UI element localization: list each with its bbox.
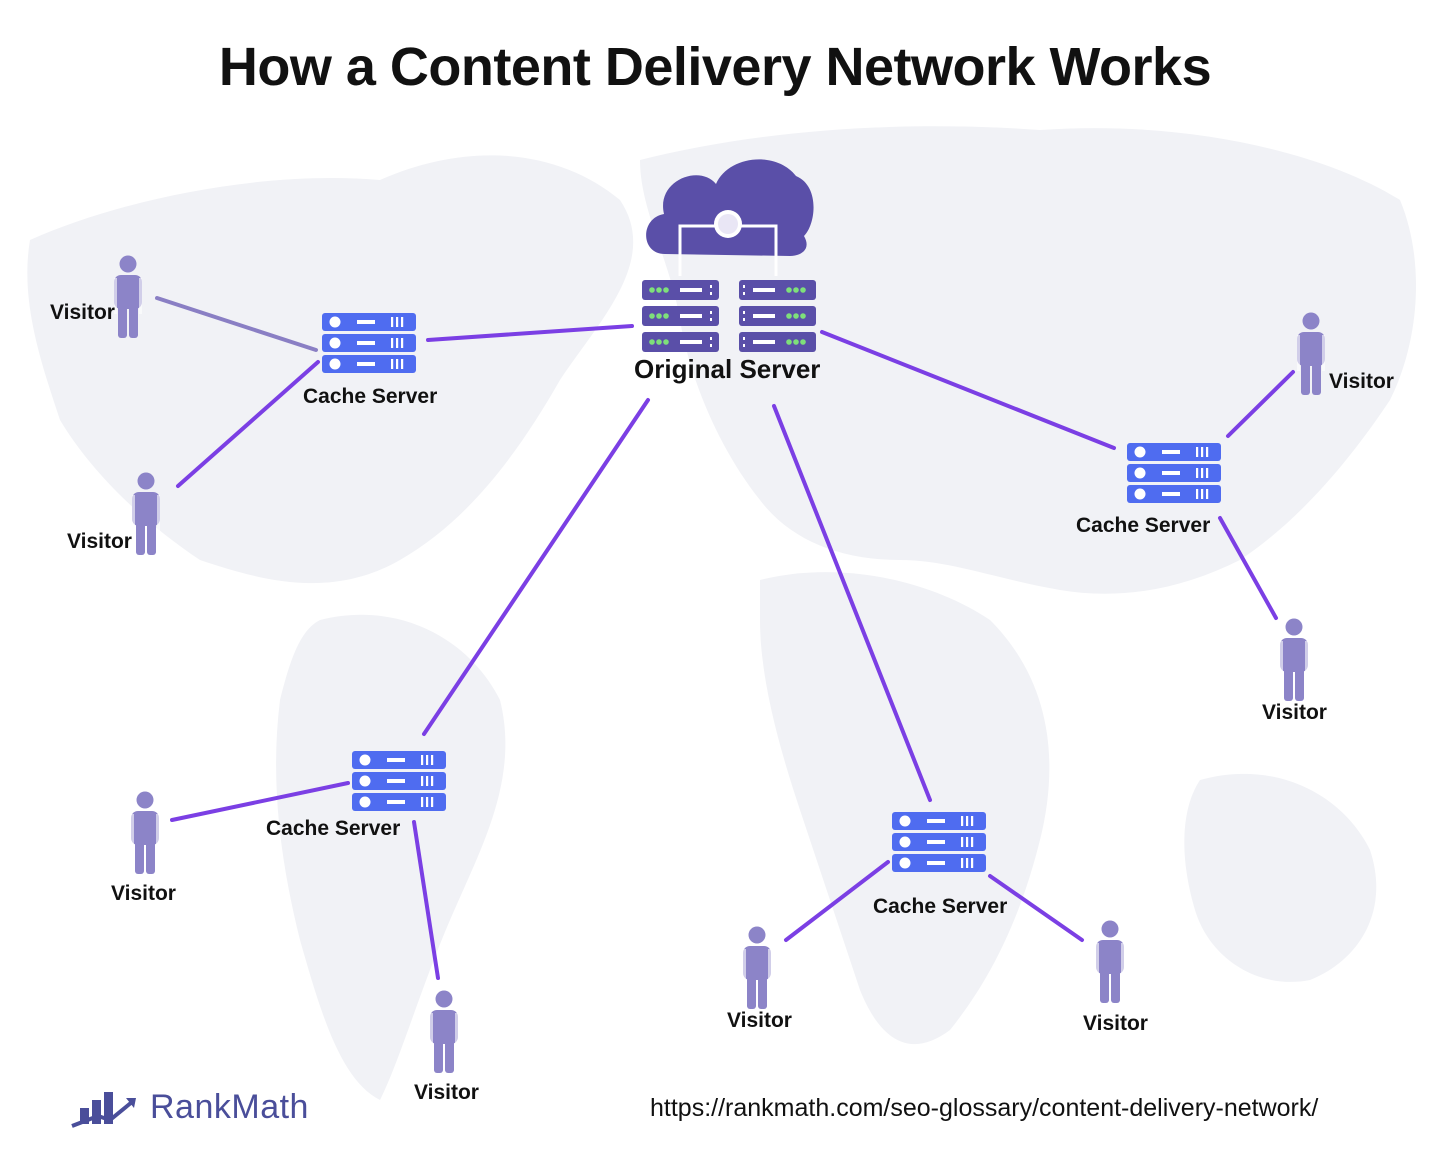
connection-line (820, 330, 1116, 450)
connection-line (1218, 516, 1278, 620)
rankmath-logo[interactable]: RankMath (70, 1084, 309, 1130)
connection-lines (155, 296, 1295, 980)
original-server-label: Original Server (634, 354, 821, 384)
cache-server-label: Cache Server (303, 385, 438, 408)
visitor-icon (114, 255, 142, 338)
world-map-backdrop (27, 126, 1417, 1100)
source-url[interactable]: https://rankmath.com/seo-glossary/conten… (650, 1094, 1319, 1122)
visitor-icon (1280, 618, 1308, 701)
connection-line (422, 398, 650, 736)
visitor-icon (743, 926, 771, 1009)
cache-server-label: Cache Server (873, 895, 1008, 918)
visitor-label: Visitor (414, 1081, 479, 1104)
visitor-label: Visitor (50, 301, 115, 324)
connection-line (1226, 370, 1295, 438)
connection-line (155, 296, 318, 352)
cloud-icon (646, 159, 814, 276)
connection-line (784, 860, 890, 942)
visitor-label: Visitor (727, 1009, 792, 1032)
visitor-icon (132, 472, 160, 555)
origin-server-icon (739, 280, 816, 352)
visitor-label: Visitor (1262, 701, 1327, 724)
rankmath-chart-icon (71, 1092, 136, 1128)
cache-server-icon (352, 751, 446, 811)
cache-server-icon (322, 313, 416, 373)
origin-server-icon (642, 280, 719, 352)
visitor-icon (430, 990, 458, 1073)
connection-line (170, 781, 350, 822)
visitor-icon (1297, 312, 1325, 395)
diagram-title: How a Content Delivery Network Works (218, 37, 1212, 97)
connection-line (772, 404, 932, 802)
cache-server-icon (1127, 443, 1221, 503)
connection-line (176, 360, 320, 488)
cache-server-label: Cache Server (1076, 514, 1211, 537)
visitor-icon (1096, 920, 1124, 1003)
cache-server-label: Cache Server (266, 817, 401, 840)
visitor-label: Visitor (1329, 370, 1394, 393)
visitor-label: Visitor (67, 530, 132, 553)
diagram-nodes (114, 159, 1325, 1073)
visitor-label: Visitor (111, 882, 176, 905)
connection-line (412, 820, 440, 980)
connection-line (988, 874, 1084, 942)
cache-server-icon (892, 812, 986, 872)
visitor-icon (131, 791, 159, 874)
visitor-label: Visitor (1083, 1012, 1148, 1035)
connection-line (426, 324, 634, 342)
brand-name: RankMath (150, 1087, 309, 1126)
